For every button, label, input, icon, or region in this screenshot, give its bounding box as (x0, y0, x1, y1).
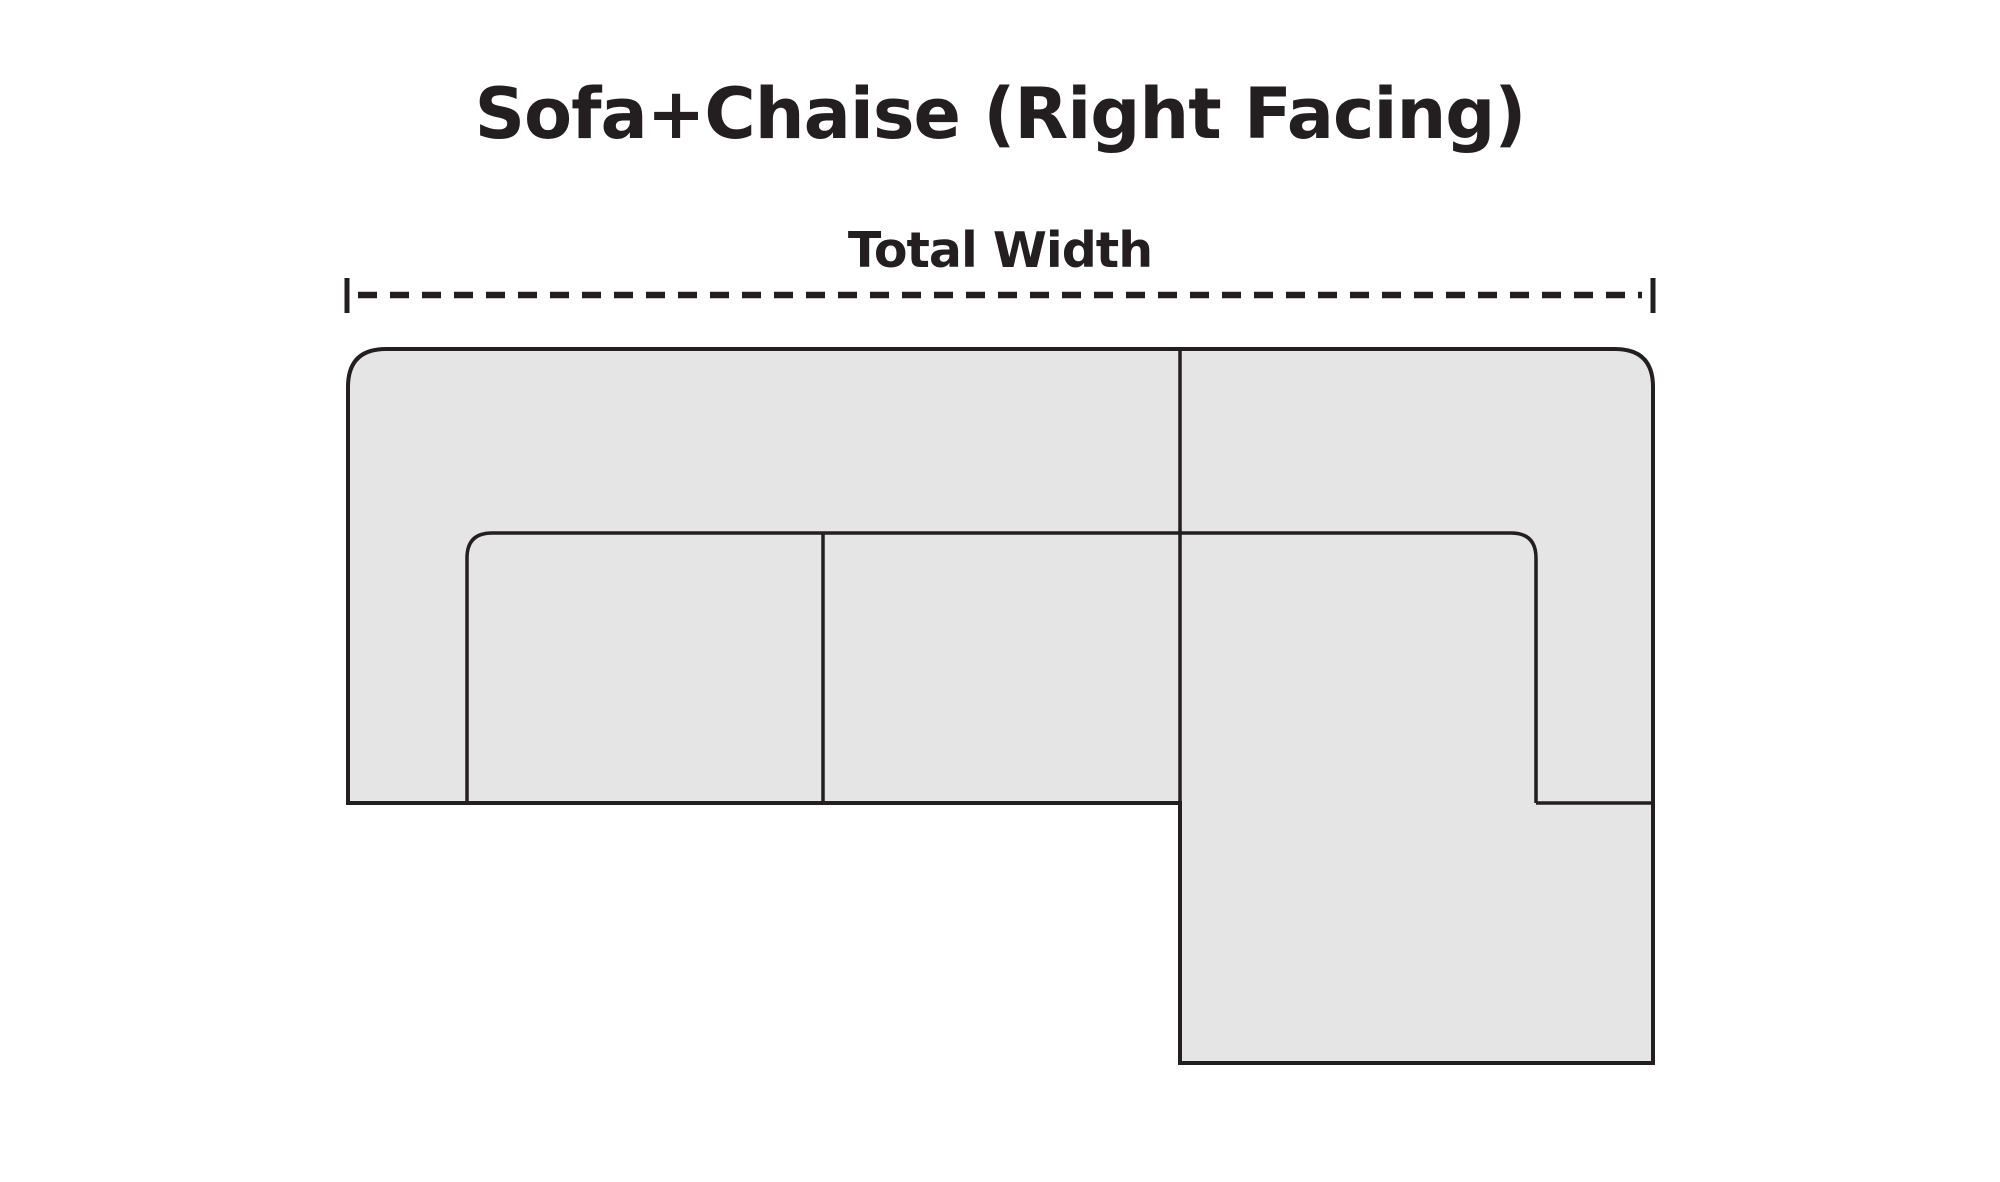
seat-cushion-outline (465, 531, 1538, 803)
sofa-top-view (346, 347, 1655, 1065)
total-width-label: Total Width (848, 222, 1152, 279)
sofa-body-outline (346, 347, 1655, 1065)
diagram-title: Sofa+Chaise (Right Facing) (475, 73, 1526, 155)
dimension-line (344, 278, 1656, 313)
